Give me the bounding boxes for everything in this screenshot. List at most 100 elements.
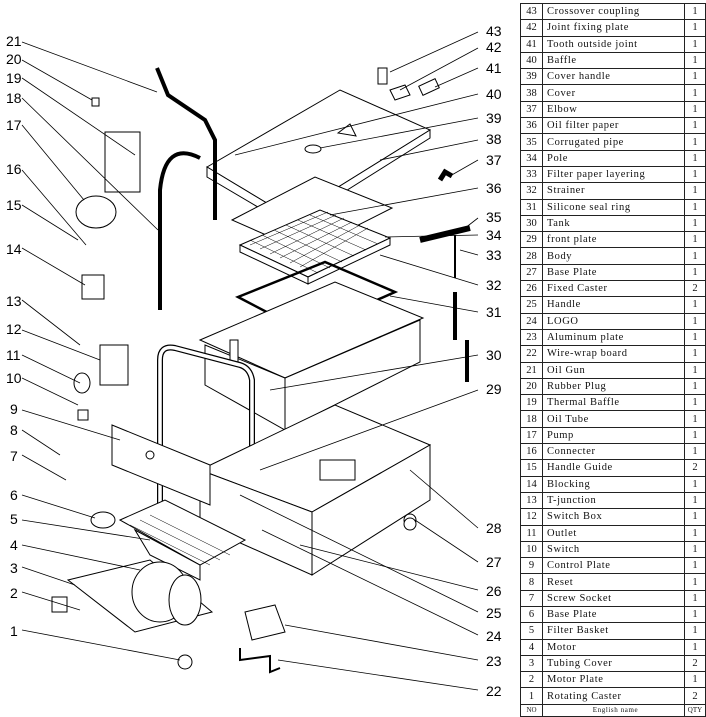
- callout-40: 40: [486, 86, 502, 102]
- thermal-baffle-part: [104, 131, 141, 193]
- table-row: 27 Base Plate 1: [520, 263, 706, 282]
- part-name-cell: Motor Plate: [542, 671, 685, 689]
- part-number-cell: 38: [520, 84, 543, 102]
- part-qty-cell: 1: [684, 328, 706, 347]
- part-name-cell: Motor: [542, 638, 685, 656]
- header-english-name: English name: [542, 703, 685, 717]
- table-row: 42 Joint fixing plate 1: [520, 19, 706, 37]
- part-number-cell: 9: [520, 557, 543, 575]
- callout-36: 36: [486, 180, 502, 196]
- part-qty-cell: 1: [684, 117, 706, 135]
- part-number-cell: 35: [520, 133, 543, 151]
- callout-4: 4: [10, 537, 18, 553]
- part-qty-cell: 1: [684, 231, 706, 249]
- table-row: 33 Filter paper layering 1: [520, 165, 706, 184]
- part-qty-cell: 1: [684, 638, 706, 656]
- part-qty-cell: 1: [684, 377, 706, 396]
- part-name-cell: Oil filter paper: [542, 117, 685, 135]
- joint-fixing-plate-part: [389, 84, 411, 101]
- table-row: 8 Reset 1: [520, 573, 706, 591]
- oil-gun-part: [155, 67, 217, 220]
- part-qty-cell: 1: [684, 361, 706, 379]
- callout-6: 6: [10, 487, 18, 503]
- part-number-cell: 27: [520, 263, 543, 282]
- part-number-cell: 6: [520, 605, 543, 624]
- leader-lines: [21, 31, 479, 691]
- part-number-cell: 22: [520, 345, 543, 363]
- part-qty-cell: 1: [684, 491, 706, 510]
- part-name-cell: Pump: [542, 426, 685, 445]
- callout-39: 39: [486, 110, 502, 126]
- callout-22: 22: [486, 683, 502, 699]
- part-qty-cell: 1: [684, 508, 706, 526]
- part-name-cell: Pole: [542, 149, 685, 167]
- callout-41: 41: [486, 60, 502, 76]
- callout-25: 25: [486, 605, 502, 621]
- table-row: 36 Oil filter paper 1: [520, 117, 706, 135]
- part-name-cell: Cover: [542, 84, 685, 102]
- table-row: 26 Fixed Caster 2: [520, 280, 706, 298]
- table-row: 3 Tubing Cover 2: [520, 654, 706, 673]
- callout-2: 2: [10, 585, 18, 601]
- exploded-view-drawing: 1 2 3 4 5 6 7 8 9 10 11 12 13 14 15 16 1…: [6, 23, 502, 699]
- callout-33: 33: [486, 247, 502, 263]
- rotating-caster-part: [177, 654, 193, 670]
- callout-20: 20: [6, 51, 22, 67]
- table-row: 5 Filter Basket 1: [520, 622, 706, 640]
- callout-7: 7: [10, 448, 18, 464]
- part-qty-cell: 1: [684, 524, 706, 542]
- part-number-cell: 1: [520, 687, 543, 705]
- part-qty-cell: 1: [684, 605, 706, 624]
- part-number-cell: 23: [520, 328, 543, 347]
- part-name-cell: front plate: [542, 231, 685, 249]
- table-row: 6 Base Plate 1: [520, 605, 706, 624]
- part-number-cell: 14: [520, 475, 543, 493]
- wire-wrap-board-part: [239, 648, 281, 674]
- part-number-cell: 41: [520, 35, 543, 53]
- callout-37: 37: [486, 152, 502, 168]
- part-number-cell: 10: [520, 540, 543, 559]
- handle-guide-part: [81, 274, 105, 300]
- elbow-part: [437, 168, 454, 182]
- switch-box-part: [99, 344, 129, 386]
- part-number-cell: 12: [520, 508, 543, 526]
- part-number-cell: 25: [520, 296, 543, 314]
- part-name-cell: LOGO: [542, 312, 685, 330]
- callout-31: 31: [486, 304, 502, 320]
- part-qty-cell: 1: [684, 622, 706, 640]
- part-qty-cell: 1: [684, 19, 706, 37]
- part-name-cell: Corrugated pipe: [542, 133, 685, 151]
- part-number-cell: 33: [520, 165, 543, 184]
- part-number-cell: 24: [520, 312, 543, 330]
- callout-1: 1: [10, 623, 18, 639]
- table-row: 15 Handle Guide 2: [520, 459, 706, 477]
- callout-15: 15: [6, 197, 22, 213]
- part-qty-cell: 1: [684, 165, 706, 184]
- part-name-cell: Handle: [542, 296, 685, 314]
- part-number-cell: 42: [520, 19, 543, 37]
- part-qty-cell: 1: [684, 540, 706, 559]
- part-name-cell: Aluminum plate: [542, 328, 685, 347]
- part-qty-cell: 1: [684, 410, 706, 428]
- table-row: 32 Strainer 1: [520, 182, 706, 200]
- table-row: 22 Wire-wrap board 1: [520, 345, 706, 363]
- part-name-cell: Blocking: [542, 475, 685, 493]
- part-number-cell: 16: [520, 443, 543, 461]
- part-qty-cell: 2: [684, 459, 706, 477]
- part-name-cell: Tank: [542, 214, 685, 233]
- corrugated-pipe-part: [419, 225, 471, 243]
- part-name-cell: Rubber Plug: [542, 377, 685, 396]
- part-qty-cell: 1: [684, 426, 706, 445]
- part-name-cell: Wire-wrap board: [542, 345, 685, 363]
- part-name-cell: Thermal Baffle: [542, 394, 685, 412]
- callout-21: 21: [6, 33, 22, 49]
- part-name-cell: Control Plate: [542, 557, 685, 575]
- table-row: 29 front plate 1: [520, 231, 706, 249]
- part-number-cell: 26: [520, 280, 543, 298]
- parts-list-body: 43 Crossover coupling 1 42 Joint fixing …: [520, 2, 706, 717]
- callout-27: 27: [486, 554, 502, 570]
- body-part: [198, 404, 432, 576]
- table-row: 21 Oil Gun 1: [520, 361, 706, 379]
- callout-12: 12: [6, 321, 22, 337]
- control-plate-part: [111, 424, 211, 506]
